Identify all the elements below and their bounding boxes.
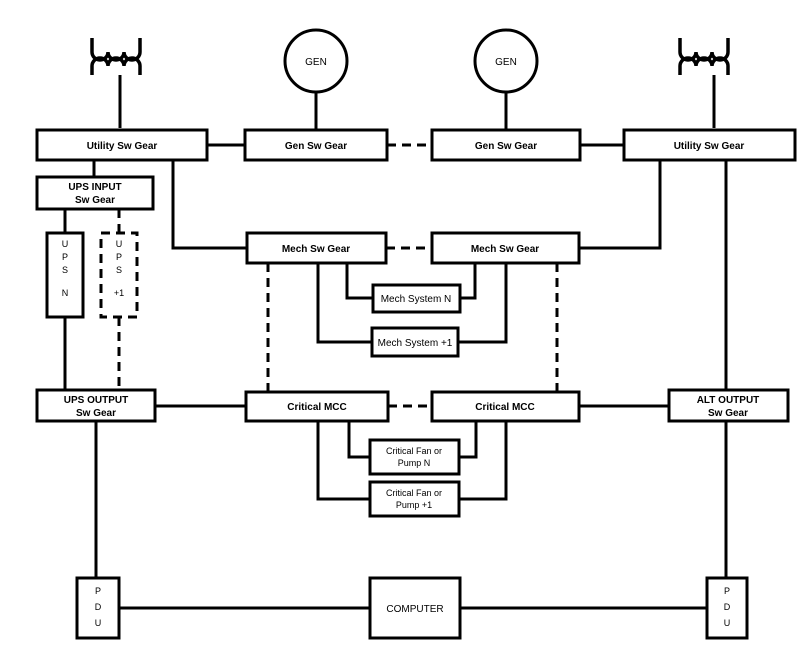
switchgear-label-line1: ALT OUTPUT	[697, 395, 760, 406]
ups-suffix: N	[62, 288, 69, 298]
critical-mcc-left: Critical MCC	[244, 390, 390, 423]
gen-switchgear-right: Gen Sw Gear	[430, 128, 582, 162]
mech-system-label: Mech System +1	[378, 338, 453, 349]
pdu-letter: D	[95, 602, 102, 612]
switchgear-label: Mech Sw Gear	[282, 244, 350, 255]
mcc-label: Critical MCC	[475, 402, 534, 413]
critical-mcc-right: Critical MCC	[430, 390, 581, 423]
computer-label: COMPUTER	[386, 604, 443, 615]
switchgear-label-line1: UPS OUTPUT	[64, 395, 128, 406]
pdu-letter: U	[724, 618, 731, 628]
mech-switchgear-right: Mech Sw Gear	[430, 231, 581, 265]
mcc-label: Critical MCC	[287, 402, 346, 413]
ups-letter: P	[62, 252, 68, 262]
switchgear-label: Utility Sw Gear	[674, 141, 745, 152]
fan-label-line2: Pump +1	[396, 500, 432, 510]
ups-module-n: U P S N	[45, 231, 85, 319]
utility-switchgear-right: Utility Sw Gear	[622, 128, 797, 162]
pdu-letter: P	[724, 586, 730, 596]
pdu-letter: D	[724, 602, 731, 612]
switchgear-label-line2: Sw Gear	[76, 408, 116, 419]
ups-module-plus1: U P S +1	[99, 231, 139, 319]
gen-switchgear-left: Gen Sw Gear	[243, 128, 389, 162]
generator-right: GEN	[473, 28, 539, 94]
switchgear-label-line1: UPS INPUT	[68, 182, 121, 193]
generator-label: GEN	[495, 57, 517, 68]
ups-letter: P	[116, 252, 122, 262]
generator-label: GEN	[305, 57, 327, 68]
generator-left: GEN	[283, 28, 349, 94]
pdu-letter: U	[95, 618, 102, 628]
fan-label-line2: Pump N	[398, 458, 431, 468]
switchgear-label: Gen Sw Gear	[475, 141, 537, 152]
switchgear-label: Mech Sw Gear	[471, 244, 539, 255]
fan-label-line1: Critical Fan or	[386, 446, 442, 456]
switchgear-label: Gen Sw Gear	[285, 141, 347, 152]
mech-system-label: Mech System N	[381, 294, 452, 305]
transformer-icon-left	[90, 38, 142, 75]
critical-fan-pump-n: Critical Fan or Pump N	[368, 438, 461, 476]
ups-suffix: +1	[114, 288, 124, 298]
critical-fan-pump-plus1: Critical Fan or Pump +1	[368, 480, 461, 518]
mech-system-n: Mech System N	[371, 283, 462, 314]
transformer-icon-right	[678, 38, 730, 75]
utility-switchgear-left: Utility Sw Gear	[35, 128, 209, 162]
wiring	[63, 75, 728, 610]
ups-letter: U	[116, 239, 123, 249]
mech-system-plus1: Mech System +1	[370, 326, 460, 358]
fan-label-line1: Critical Fan or	[386, 488, 442, 498]
computer-box: COMPUTER	[368, 576, 462, 640]
ups-input-switchgear: UPS INPUT Sw Gear	[35, 175, 155, 211]
ups-output-switchgear: UPS OUTPUT Sw Gear	[35, 388, 157, 423]
alt-output-switchgear: ALT OUTPUT Sw Gear	[667, 388, 790, 423]
ups-letter: U	[62, 239, 69, 249]
ups-letter: S	[62, 265, 68, 275]
mech-switchgear-left: Mech Sw Gear	[245, 231, 388, 265]
pdu-right: P D U	[705, 576, 749, 640]
switchgear-label-line2: Sw Gear	[708, 408, 748, 419]
pdu-left: P D U	[75, 576, 121, 640]
switchgear-label-line2: Sw Gear	[75, 195, 115, 206]
switchgear-label: Utility Sw Gear	[87, 141, 158, 152]
ups-letter: S	[116, 265, 122, 275]
pdu-letter: P	[95, 586, 101, 596]
